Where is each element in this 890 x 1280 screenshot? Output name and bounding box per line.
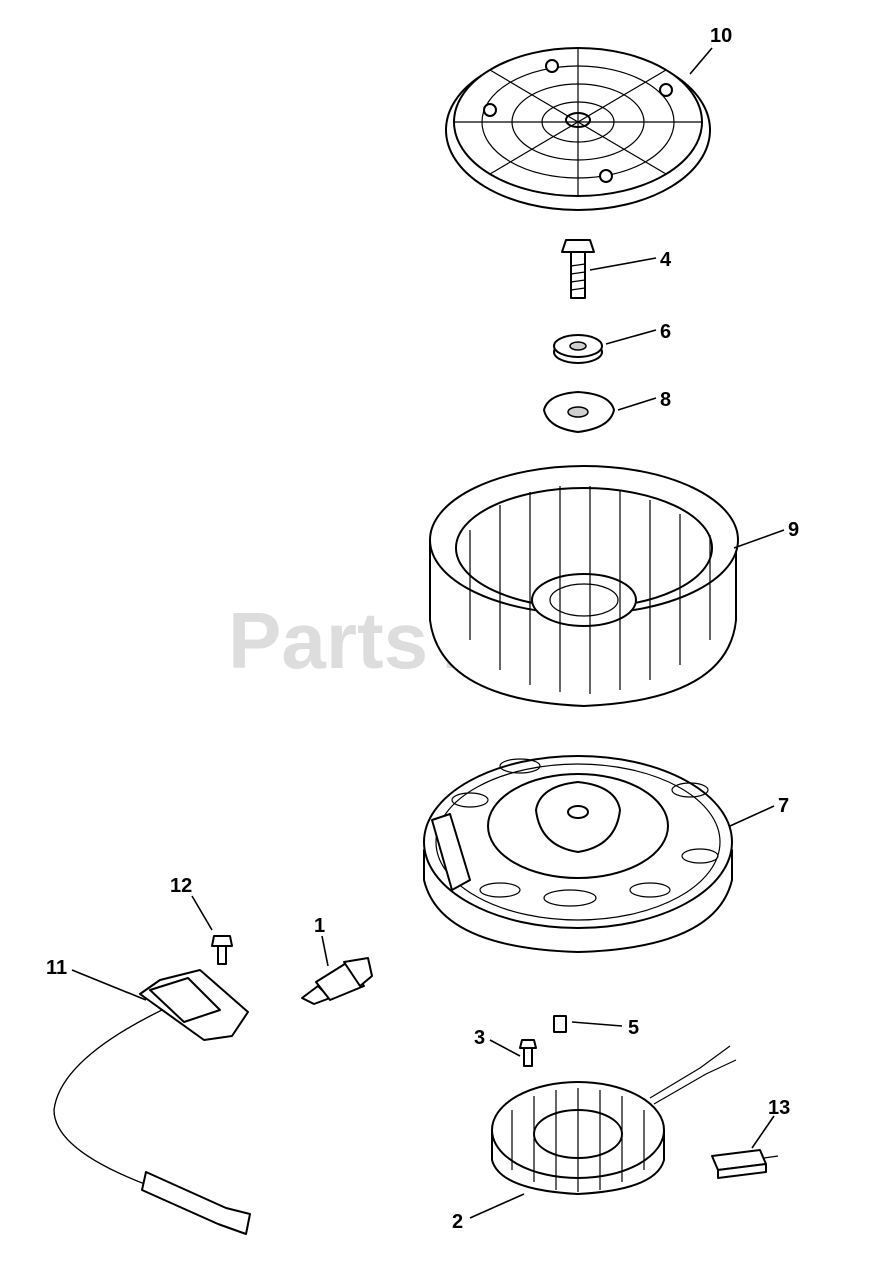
callout-10[interactable]: 10 [710,25,732,47]
part-4-flywheel-bolt[interactable] [561,239,595,299]
part-9-cooling-fan[interactable] [429,465,739,707]
part-8-mounting-plate[interactable] [543,391,615,433]
callout-12[interactable]: 12 [170,875,192,897]
part-13-rectifier[interactable] [711,1149,779,1179]
callout-13[interactable]: 13 [768,1097,790,1119]
callout-8[interactable]: 8 [660,389,671,411]
callout-11[interactable]: 11 [46,957,67,979]
callout-1[interactable]: 1 [314,915,325,937]
part-2-stator[interactable] [491,1045,737,1195]
callout-3[interactable]: 3 [474,1027,485,1049]
callout-labels: 10 4 6 8 9 7 12 1 11 5 3 13 2 [46,25,799,1233]
part-10-debris-screen[interactable] [445,47,711,211]
part-3-stator-screw[interactable] [519,1039,537,1067]
part-5-flywheel-key[interactable] [553,1015,567,1033]
part-12-screw[interactable] [211,935,233,965]
callout-7[interactable]: 7 [778,795,789,817]
part-7-flywheel[interactable] [423,755,733,953]
callout-2[interactable]: 2 [452,1211,463,1233]
callout-5[interactable]: 5 [628,1017,639,1039]
part-11-ignition-module[interactable] [53,969,251,1235]
part-1-spark-plug[interactable] [301,957,373,1005]
part-6-washer[interactable] [553,334,603,364]
callout-6[interactable]: 6 [660,321,671,343]
callout-9[interactable]: 9 [788,519,799,541]
leader-lines [71,47,785,1219]
callout-4[interactable]: 4 [660,249,672,271]
